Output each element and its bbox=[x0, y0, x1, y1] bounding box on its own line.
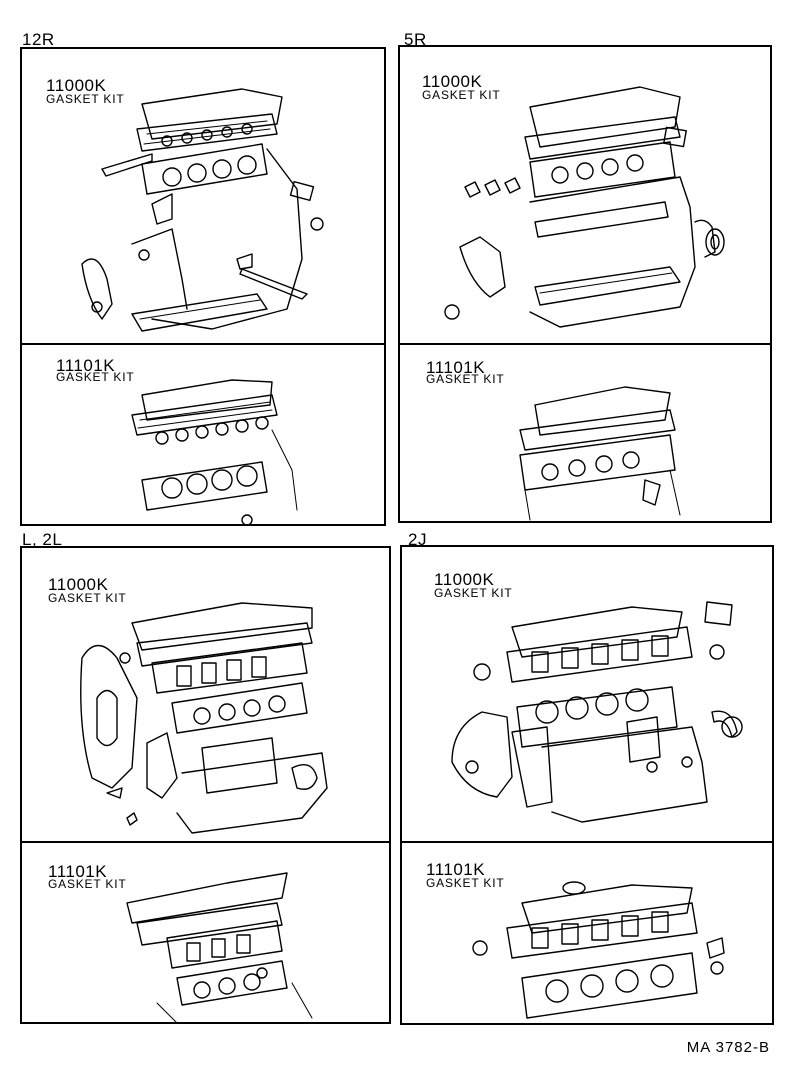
diagram-code: MA 3782-B bbox=[686, 1039, 770, 1056]
kit-head-5r: 11101K GASKET KIT bbox=[400, 343, 770, 523]
kit-head-12r: 11101K GASKET KIT bbox=[22, 343, 384, 526]
kit-number: 11101K bbox=[426, 358, 486, 377]
gasket-kit-illustration bbox=[519, 386, 681, 521]
kit-number: 11101K bbox=[56, 356, 116, 375]
kit-head-2j: 11101K GASKET KIT bbox=[402, 841, 772, 1025]
gasket-kit-illustration bbox=[451, 601, 743, 823]
gasket-kit-illustration bbox=[80, 602, 328, 834]
kit-name: GASKET KIT bbox=[48, 877, 127, 891]
gasket-kit-illustration bbox=[131, 379, 298, 526]
engine-label-l-2l: L, 2L bbox=[22, 530, 63, 549]
panel-12r: 11000K GASKET KIT 11101K GASKET KIT bbox=[20, 47, 386, 526]
kit-full-l-2l: 11000K GASKET KIT bbox=[22, 548, 389, 841]
kit-full-12r: 11000K GASKET KIT bbox=[22, 49, 384, 343]
engine-label-5r: 5R bbox=[404, 30, 427, 49]
kit-name: GASKET KIT bbox=[426, 876, 505, 890]
kit-number: 11000K bbox=[422, 72, 483, 91]
engine-label-12r: 12R bbox=[22, 30, 55, 49]
kit-head-l-2l: 11101K GASKET KIT bbox=[22, 841, 389, 1024]
panel-2j: 11000K GASKET KIT 11101K GASKET KIT bbox=[400, 545, 774, 1025]
gasket-kit-illustration bbox=[81, 88, 324, 332]
kit-number: 11000K bbox=[48, 575, 109, 594]
kit-full-5r: 11000K GASKET KIT bbox=[400, 47, 770, 343]
kit-name: GASKET KIT bbox=[56, 370, 135, 384]
kit-name: GASKET KIT bbox=[434, 586, 513, 600]
panel-l-2l: 11000K GASKET KIT 11101K GASKET KIT bbox=[20, 546, 391, 1024]
gasket-kit-illustration bbox=[472, 881, 725, 1019]
kit-number: 11000K bbox=[46, 76, 107, 95]
gasket-kit-illustration bbox=[126, 872, 313, 1024]
engine-label-2j: 2J bbox=[408, 530, 427, 549]
panel-5r: 11000K GASKET KIT 11101K GASKET KIT bbox=[398, 45, 772, 523]
gasket-kit-illustration bbox=[444, 86, 725, 328]
kit-name: GASKET KIT bbox=[46, 92, 125, 106]
kit-name: GASKET KIT bbox=[426, 372, 505, 386]
kit-full-2j: 11000K GASKET KIT bbox=[402, 547, 772, 841]
kit-number: 11101K bbox=[426, 860, 486, 879]
kit-name: GASKET KIT bbox=[48, 591, 127, 605]
kit-name: GASKET KIT bbox=[422, 88, 501, 102]
kit-number: 11101K bbox=[48, 862, 108, 881]
kit-number: 11000K bbox=[434, 570, 495, 589]
